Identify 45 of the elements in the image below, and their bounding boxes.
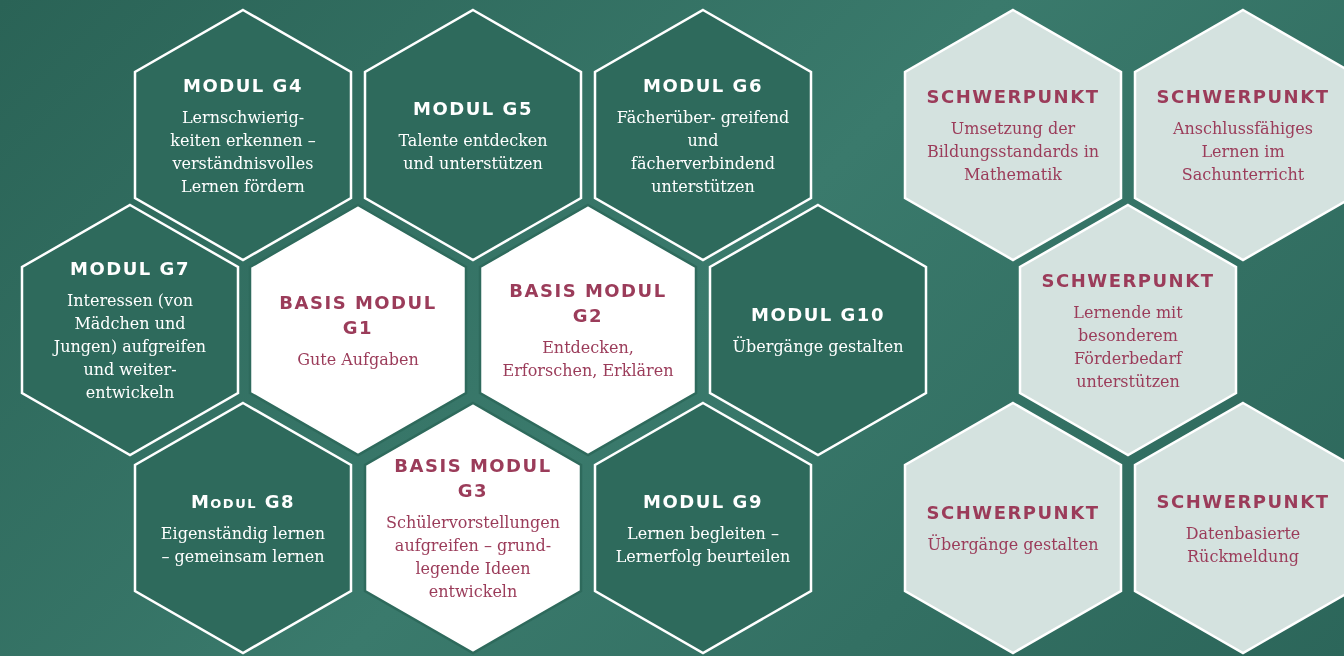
hexagon-tile — [363, 8, 583, 262]
module-description: Fächerüber- greifend und fächerverbindend unterstützen — [615, 106, 791, 198]
module-heading: SCHWERPUNKT — [1041, 268, 1215, 293]
module-heading: MODUL G4 — [183, 73, 303, 98]
hexagon-tile — [133, 8, 353, 262]
module-description: Talente entdecken und unterstützen — [397, 129, 549, 175]
module-heading: BASIS MODUL G2 — [508, 279, 668, 328]
module-description: Lernschwierig- keiten erkennen – verständnisvolles Lernen fördern — [169, 106, 317, 198]
module-heading: MODUL G7 — [70, 257, 190, 281]
hexagon-tile — [903, 401, 1123, 655]
module-description: Lernende mit besonderem Förderbedarf unterstützen — [1072, 301, 1184, 393]
module-heading: BASIS MODUL G3 — [393, 454, 553, 503]
module-description: Anschlussfähiges Lernen im Sachunterricht — [1172, 118, 1314, 186]
module-heading: MODUL G6 — [643, 73, 763, 98]
hexagon-tile — [20, 203, 240, 457]
module-heading: BASIS MODUL G1 — [278, 290, 438, 340]
module-description: Schülervorstellungen aufgreifen – grund- legende Ideen entwickeln — [385, 512, 561, 603]
hexagon-tile — [708, 203, 928, 457]
module-heading: MODUL G5 — [413, 96, 533, 121]
hexagon-tile — [248, 203, 468, 457]
module-heading: SCHWERPUNKT — [1156, 489, 1330, 514]
hexagon-tile — [1133, 8, 1344, 262]
module-description: Interessen (von Mädchen und Jungen) aufgreifen und weiter- entwickeln — [51, 290, 208, 404]
hexagon-tile — [903, 8, 1123, 262]
module-description: Eigenständig lernen – gemeinsam lernen — [159, 522, 327, 568]
hexagon-tile — [1133, 401, 1344, 655]
module-heading: SCHWERPUNKT — [926, 501, 1100, 525]
module-heading: SCHWERPUNKT — [926, 85, 1100, 109]
module-heading: Modul G8 — [190, 489, 296, 514]
module-description: Übergänge gestalten — [927, 533, 1099, 556]
module-description: Lernen begleiten – Lernerfolg beurteilen — [615, 522, 791, 568]
hexagon-tile — [593, 8, 813, 262]
hexagon-tile — [478, 203, 698, 457]
module-description: Übergänge gestalten — [732, 335, 904, 358]
hexagon-tile — [363, 401, 583, 655]
hexagon-tile — [133, 401, 353, 655]
module-description: Entdecken, Erforschen, Erklären — [501, 337, 675, 382]
module-description: Umsetzung der Bildungsstandards in Mathematik — [925, 118, 1101, 186]
module-heading: MODUL G9 — [643, 489, 763, 514]
hexagon-tile — [1018, 203, 1238, 457]
hexagon-tile — [593, 401, 813, 655]
module-heading: SCHWERPUNKT — [1156, 85, 1330, 109]
module-heading: MODUL G10 — [751, 303, 885, 327]
module-description: Gute Aufgaben — [297, 348, 419, 371]
module-description: Datenbasierte Rückmeldung — [1184, 522, 1302, 568]
